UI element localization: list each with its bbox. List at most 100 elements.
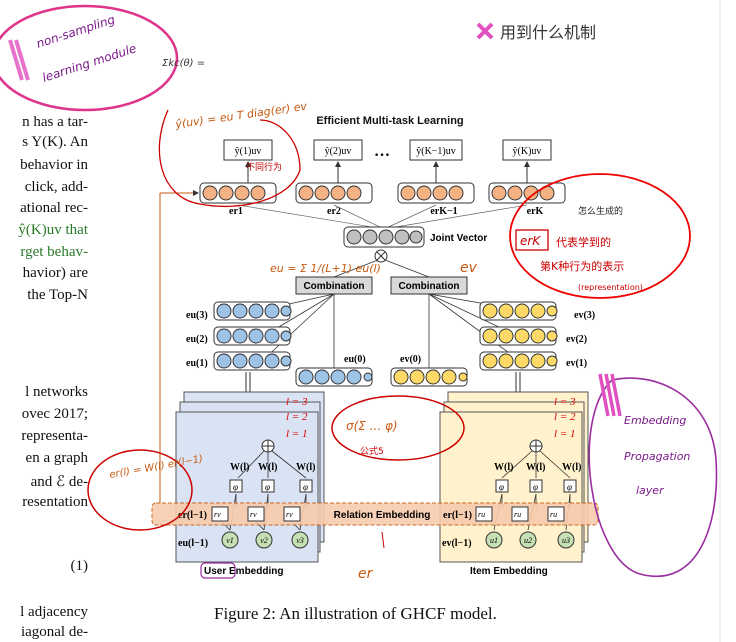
note-formula-top: Σkc(θ) = <box>162 58 205 69</box>
item-phi-2: φ <box>533 482 538 492</box>
item-embedding-label: Item Embedding <box>470 566 548 577</box>
u3: u3 <box>562 536 570 545</box>
user-l1: l = 1 <box>286 428 307 440</box>
left-line-10: l networks <box>25 384 88 400</box>
user-l3: l = 3 <box>286 396 308 408</box>
note-learning-module: learning module <box>41 41 138 85</box>
relation-vectors: er1 er2 erK−1 erK <box>199 182 566 217</box>
note-erk: erK <box>520 234 541 248</box>
er-label-k: erK <box>527 206 544 217</box>
user-l2: l = 2 <box>286 411 308 423</box>
note-sigma: σ(Σ ... φ) <box>346 419 398 433</box>
note-erk-2: 代表学到的 <box>556 235 611 249</box>
combination-user: Combination <box>303 281 364 292</box>
rv-2: rv <box>250 510 257 519</box>
user-phi-1: φ <box>233 482 238 492</box>
eu0-label: eu(0) <box>344 354 366 365</box>
prediction-arrows <box>245 161 530 183</box>
ev2-label: ev(2) <box>566 334 587 345</box>
eu2-label: eu(2) <box>186 334 208 345</box>
eu-prev: eu(l−1) <box>178 538 208 549</box>
user-embedding-label: User Embedding <box>204 566 283 577</box>
joint-lines <box>237 204 528 230</box>
left-line-5: ational rec- <box>20 200 88 216</box>
note-erk-1: 怎么生成的 <box>578 205 623 217</box>
item-layer-vectors: ev(3) ev(2) ev(1) <box>479 301 595 371</box>
ev3-label: ev(3) <box>574 310 595 321</box>
ev-prev: ev(l−1) <box>442 538 472 549</box>
rv-1: rv <box>214 510 221 519</box>
note-ev: ev <box>460 260 478 276</box>
user-w1: W(l) <box>230 462 249 473</box>
eu1-label: eu(1) <box>186 358 208 369</box>
left-line-12: representa- <box>21 428 88 444</box>
user-layer-vectors: eu(3) eu(2) eu(1) <box>186 301 292 371</box>
note-non-sampling: non-sampling <box>35 12 117 51</box>
figure-caption: Figure 2: An illustration of GHCF model. <box>214 604 497 623</box>
v1: v1 <box>226 536 234 545</box>
item-phi-1: φ <box>499 482 504 492</box>
note-chinese-top: 用到什么机制 <box>500 23 596 42</box>
item-w3: W(l) <box>562 462 581 473</box>
user-phi-3: φ <box>303 482 308 492</box>
joint-vector-label: Joint Vector <box>430 233 487 244</box>
left-line-18: iagonal de- <box>20 624 88 640</box>
note-er-bottom: er <box>358 566 374 582</box>
note-layer: layer <box>636 484 665 497</box>
left-line-7: rget behav- <box>20 244 88 260</box>
prediction-boxes: ŷ(1)uv ŷ(2)uv … ŷ(K−1)uv ŷ(K)uv <box>223 139 552 161</box>
user-phi-2: φ <box>265 482 270 492</box>
left-line-14: and ℰ de- <box>30 474 88 490</box>
note-sigma-cn: 公式5 <box>360 445 384 457</box>
ev0-label: ev(0) <box>400 354 421 365</box>
left-line-17: l adjacency <box>20 604 88 620</box>
feedback-line <box>159 190 199 503</box>
rv-3: rv <box>286 510 293 519</box>
ru-2: ru <box>514 510 521 519</box>
base-embeddings: eu(0) ev(0) <box>295 354 468 387</box>
er-label-k-1: erK−1 <box>430 206 457 217</box>
note-eu: eu = Σ 1/(L+1) eu(l) <box>270 262 381 275</box>
bottom-nodes: v1 v2 v3 u1 u2 u3 eu(l−1) ev(l−1) <box>178 531 575 549</box>
left-line-8: havior) are <box>22 265 88 281</box>
u2: u2 <box>524 536 532 545</box>
left-line-4: click, add- <box>24 179 88 195</box>
relation-embedding-label: Relation Embedding <box>334 510 431 521</box>
joint-vector: Joint Vector <box>343 226 487 263</box>
item-l2: l = 2 <box>554 411 576 423</box>
note-yhat-chinese: 不同行为 <box>246 161 282 173</box>
left-line-3: behavior in <box>20 157 88 173</box>
stack-arrows <box>245 372 521 392</box>
relation-embedding-band: Relation Embedding er(l−1) er(l−1) rv rv… <box>151 502 599 526</box>
combination-item: Combination <box>398 281 459 292</box>
er-prev-left: er(l−1) <box>178 510 207 521</box>
left-line-1: n has a tar- <box>22 114 88 130</box>
er-label-1: er1 <box>229 206 243 217</box>
ru-1: ru <box>478 510 485 519</box>
prediction-1: ŷ(1)uv <box>235 146 262 157</box>
left-line-11: ovec 2017; <box>21 406 88 422</box>
user-w3: W(l) <box>296 462 315 473</box>
item-phi-3: φ <box>567 482 572 492</box>
item-l1: l = 1 <box>554 428 575 440</box>
eu3-label: eu(3) <box>186 310 208 321</box>
note-erk-3: 第K种行为的表示 <box>540 259 624 273</box>
left-line-6: ŷ(K)uv that <box>18 222 88 238</box>
ev1-label: ev(1) <box>566 358 587 369</box>
item-l3: l = 3 <box>554 396 576 408</box>
prediction-k-1: ŷ(K−1)uv <box>416 146 456 157</box>
figure-title: Efficient Multi-task Learning <box>316 115 463 127</box>
item-w2: W(l) <box>526 462 545 473</box>
prediction-2: ŷ(2)uv <box>325 146 352 157</box>
v2: v2 <box>260 536 268 545</box>
er-label-2: er2 <box>327 206 341 217</box>
prediction-k: ŷ(K)uv <box>513 146 542 157</box>
user-w2: W(l) <box>258 462 277 473</box>
combination-boxes: Combination Combination <box>295 276 468 295</box>
note-erk-4: (representation) <box>578 283 643 292</box>
item-w1: W(l) <box>494 462 513 473</box>
ru-3: ru <box>550 510 557 519</box>
left-line-15: resentation <box>22 494 88 510</box>
left-line-9: the Top-N <box>27 287 88 303</box>
